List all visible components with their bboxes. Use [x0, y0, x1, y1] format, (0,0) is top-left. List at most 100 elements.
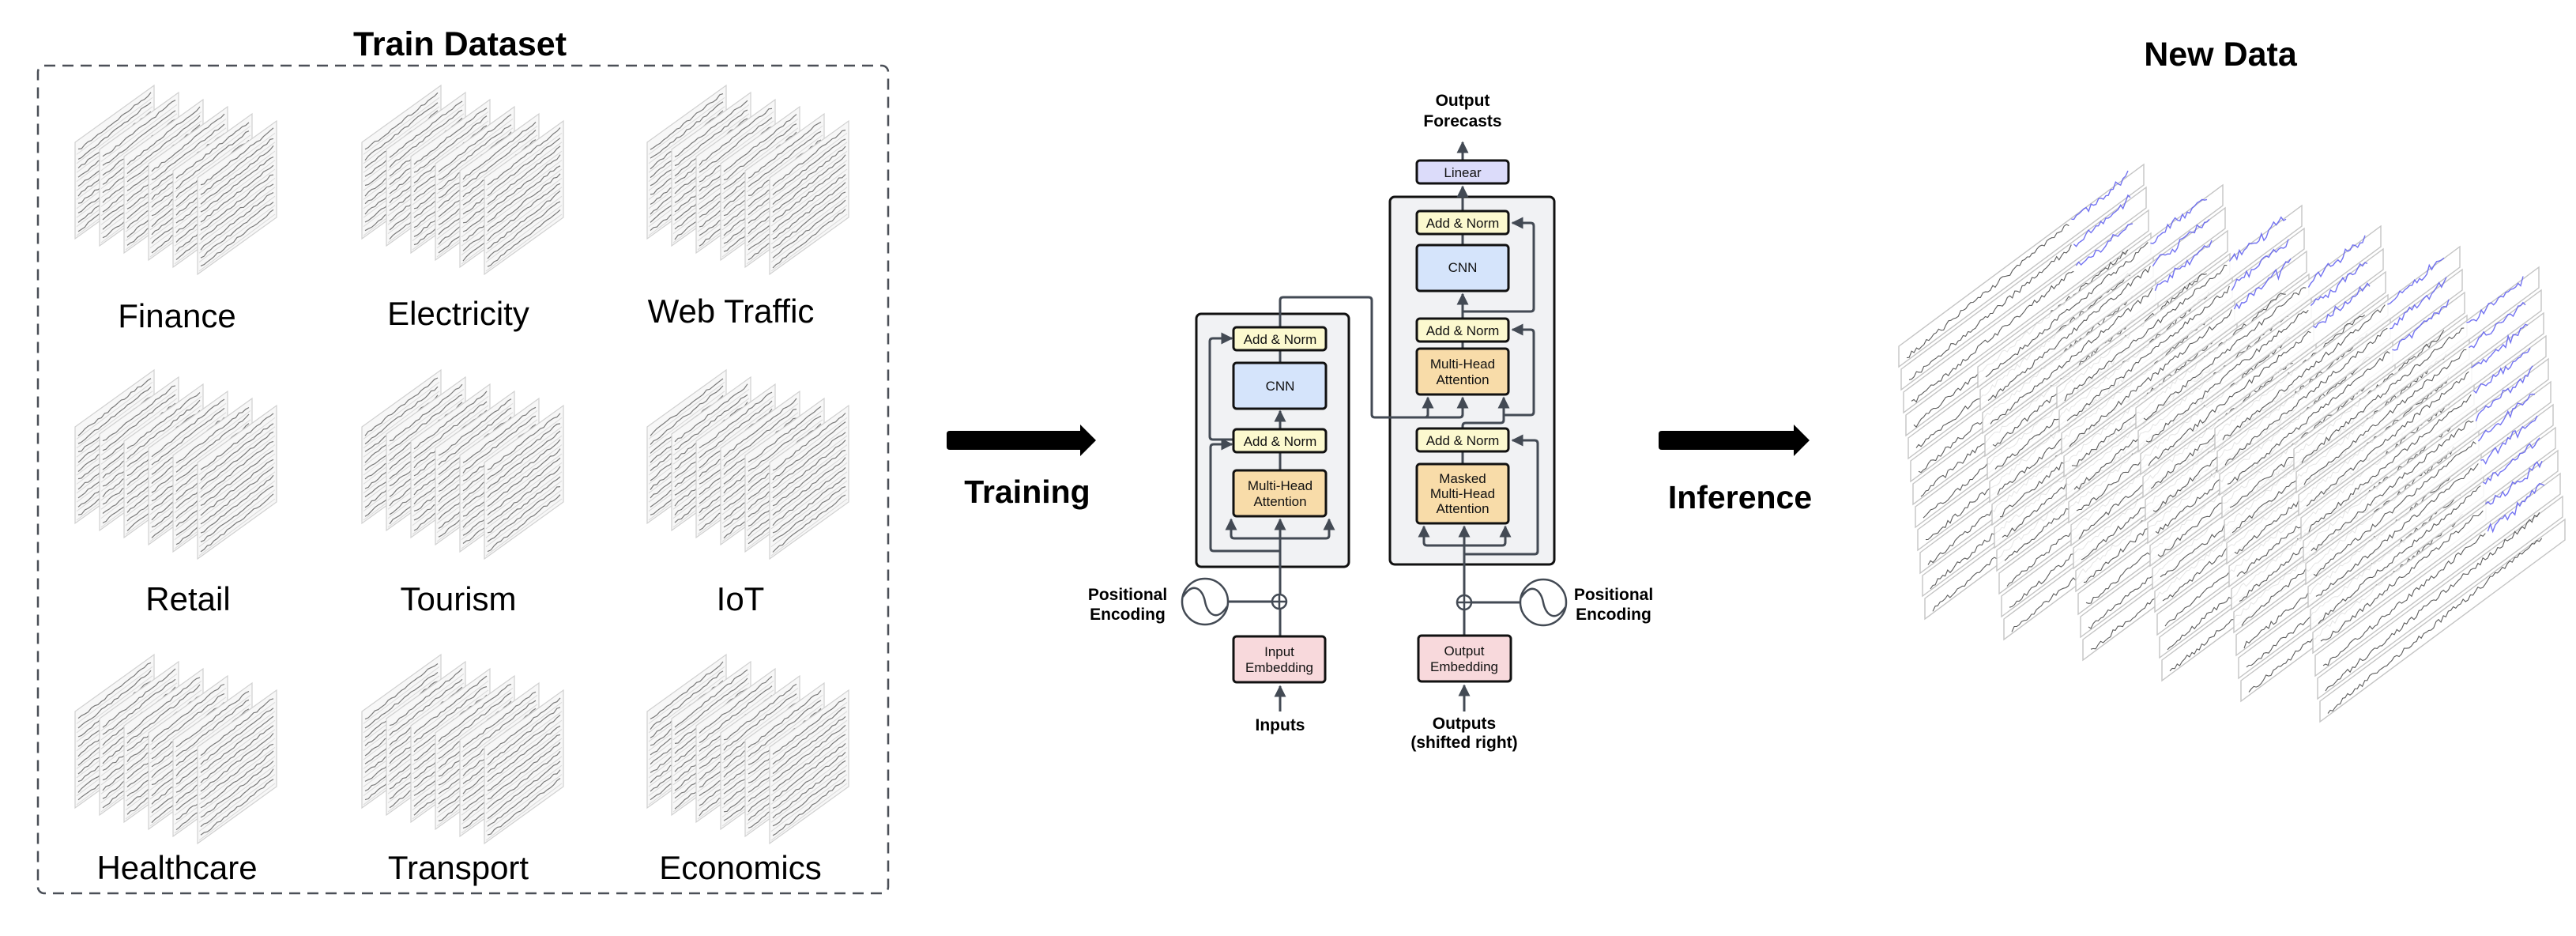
forecast-trace — [2231, 239, 2289, 291]
time-series-strip — [2314, 472, 2561, 677]
forecast-trace — [2152, 219, 2210, 267]
time-series-strip — [1977, 183, 2224, 389]
dataset-stack-iot — [646, 368, 849, 560]
inference-label: Inference — [1668, 479, 1812, 515]
dataset-stack-tourism — [361, 368, 564, 560]
data-sheet — [197, 119, 277, 276]
output-forecasts-label-line1: Output — [1436, 92, 1490, 110]
train-dataset-panel: Train Dataset Finance Electricity Web Tr… — [36, 25, 890, 895]
forecast-trace — [2487, 482, 2545, 534]
time-series-strip — [1898, 163, 2145, 368]
output-embedding: Output Embedding — [1417, 634, 1512, 683]
encoder-add-icon — [1271, 593, 1288, 610]
train-dataset-stacks — [74, 84, 849, 845]
time-series-strip — [1900, 186, 2147, 391]
category-label-finance: Finance — [118, 297, 235, 334]
forecast-trace — [2475, 365, 2533, 422]
dataset-stack-finance — [74, 84, 277, 276]
svg-text:Linear: Linear — [1444, 165, 1482, 180]
dataset-stack-transport — [361, 653, 564, 845]
decoder-multi-head-attention: Multi-Head Attention — [1415, 347, 1510, 396]
data-sheet — [484, 689, 564, 845]
encoder-positional-label-line2: Encoding — [1090, 606, 1166, 624]
forecast-trace — [2477, 393, 2536, 442]
forecast-trace — [2484, 460, 2543, 505]
forecast-trace — [2387, 257, 2445, 305]
training-arrow: Training — [947, 425, 1096, 510]
time-series-strip — [2303, 357, 2549, 563]
svg-text:Embedding: Embedding — [1245, 660, 1313, 675]
output-forecasts-label-line2: Forecasts — [1423, 112, 1501, 130]
input-embedding: Input Embedding — [1232, 635, 1327, 684]
time-series-strip — [2307, 403, 2554, 609]
forecast-trace — [2228, 216, 2287, 262]
data-sheet — [769, 404, 849, 560]
svg-text:Add & Norm: Add & Norm — [1244, 332, 1317, 347]
new-data-sheet — [2293, 266, 2566, 723]
decoder-add-norm-bottom: Add & Norm — [1415, 427, 1510, 453]
time-series-strip — [2140, 270, 2386, 476]
decoder-positional-encoding-icon — [1519, 578, 1568, 627]
inference-arrow: Inference — [1659, 425, 1812, 515]
decoder-cnn: CNN — [1415, 243, 1510, 292]
forecast-trace — [2483, 437, 2540, 485]
svg-text:Attention: Attention — [1436, 501, 1489, 516]
category-label-electricity: Electricity — [387, 295, 529, 332]
svg-text:Add & Norm: Add & Norm — [1426, 433, 1500, 448]
time-series-strip — [2305, 380, 2552, 586]
forecast-trace — [2310, 262, 2368, 307]
forecast-trace — [2154, 240, 2213, 292]
category-label-iot: IoT — [717, 580, 765, 617]
decoder-add-icon — [1456, 594, 1473, 611]
category-label-healthcare: Healthcare — [96, 849, 257, 886]
forecast-trace — [2470, 323, 2529, 368]
forecast-trace — [2075, 223, 2133, 266]
forecast-trace — [2073, 194, 2131, 247]
time-series-strip — [2293, 266, 2540, 471]
svg-text:Add & Norm: Add & Norm — [1244, 434, 1317, 449]
time-series-strip — [2219, 291, 2465, 496]
time-series-strip — [1903, 209, 2149, 414]
time-series-strip — [2298, 311, 2544, 517]
outputs-shifted-label-line2: (shifted right) — [1410, 734, 1517, 752]
train-dataset-title: Train Dataset — [353, 25, 567, 63]
encoder-positional-label-line1: Positional — [1088, 586, 1167, 604]
time-series-strip — [2061, 250, 2307, 455]
encoder-cnn: CNN — [1232, 361, 1328, 410]
svg-text:Embedding: Embedding — [1430, 659, 1498, 674]
encoder-positional-encoding-icon — [1181, 577, 1230, 626]
decoder-positional-label-line2: Encoding — [1576, 606, 1651, 624]
new-data-panel: New Data — [1898, 36, 2566, 723]
svg-text:Add & Norm: Add & Norm — [1426, 216, 1500, 231]
data-sheet — [197, 689, 277, 845]
svg-text:Input: Input — [1264, 644, 1294, 659]
time-series-strip — [2137, 247, 2384, 453]
new-data-stacks — [1898, 163, 2566, 723]
decoder-add-norm-middle: Add & Norm — [1415, 317, 1510, 343]
time-series-strip — [2317, 495, 2563, 700]
category-label-retail: Retail — [145, 580, 230, 617]
forecast-trace — [2233, 258, 2292, 310]
time-series-strip — [2056, 204, 2303, 410]
category-label-web-traffic: Web Traffic — [648, 292, 815, 330]
outputs-shifted-label-line1: Outputs — [1433, 715, 1496, 733]
category-label-tourism: Tourism — [400, 580, 516, 617]
encoder-multi-head-attention: Multi-Head Attention — [1232, 469, 1328, 518]
dataset-stack-retail — [74, 368, 277, 560]
transformer-model: Output Forecasts — [1088, 92, 1653, 752]
time-series-strip — [2319, 518, 2566, 723]
category-label-transport: Transport — [388, 849, 529, 886]
train-dataset-frame — [36, 64, 890, 895]
svg-text:Add & Norm: Add & Norm — [1426, 323, 1500, 338]
svg-text:CNN: CNN — [1266, 379, 1295, 394]
svg-text:Attention: Attention — [1253, 494, 1306, 509]
data-sheet — [197, 404, 277, 560]
svg-text:Attention: Attention — [1436, 372, 1489, 387]
svg-text:Multi-Head: Multi-Head — [1430, 357, 1495, 372]
time-series-strip — [2135, 225, 2382, 430]
training-label: Training — [964, 474, 1090, 510]
time-series-strip — [1982, 229, 2228, 435]
time-series-strip — [2214, 245, 2461, 451]
data-sheet — [484, 404, 564, 560]
forecast-trace — [2150, 198, 2208, 244]
